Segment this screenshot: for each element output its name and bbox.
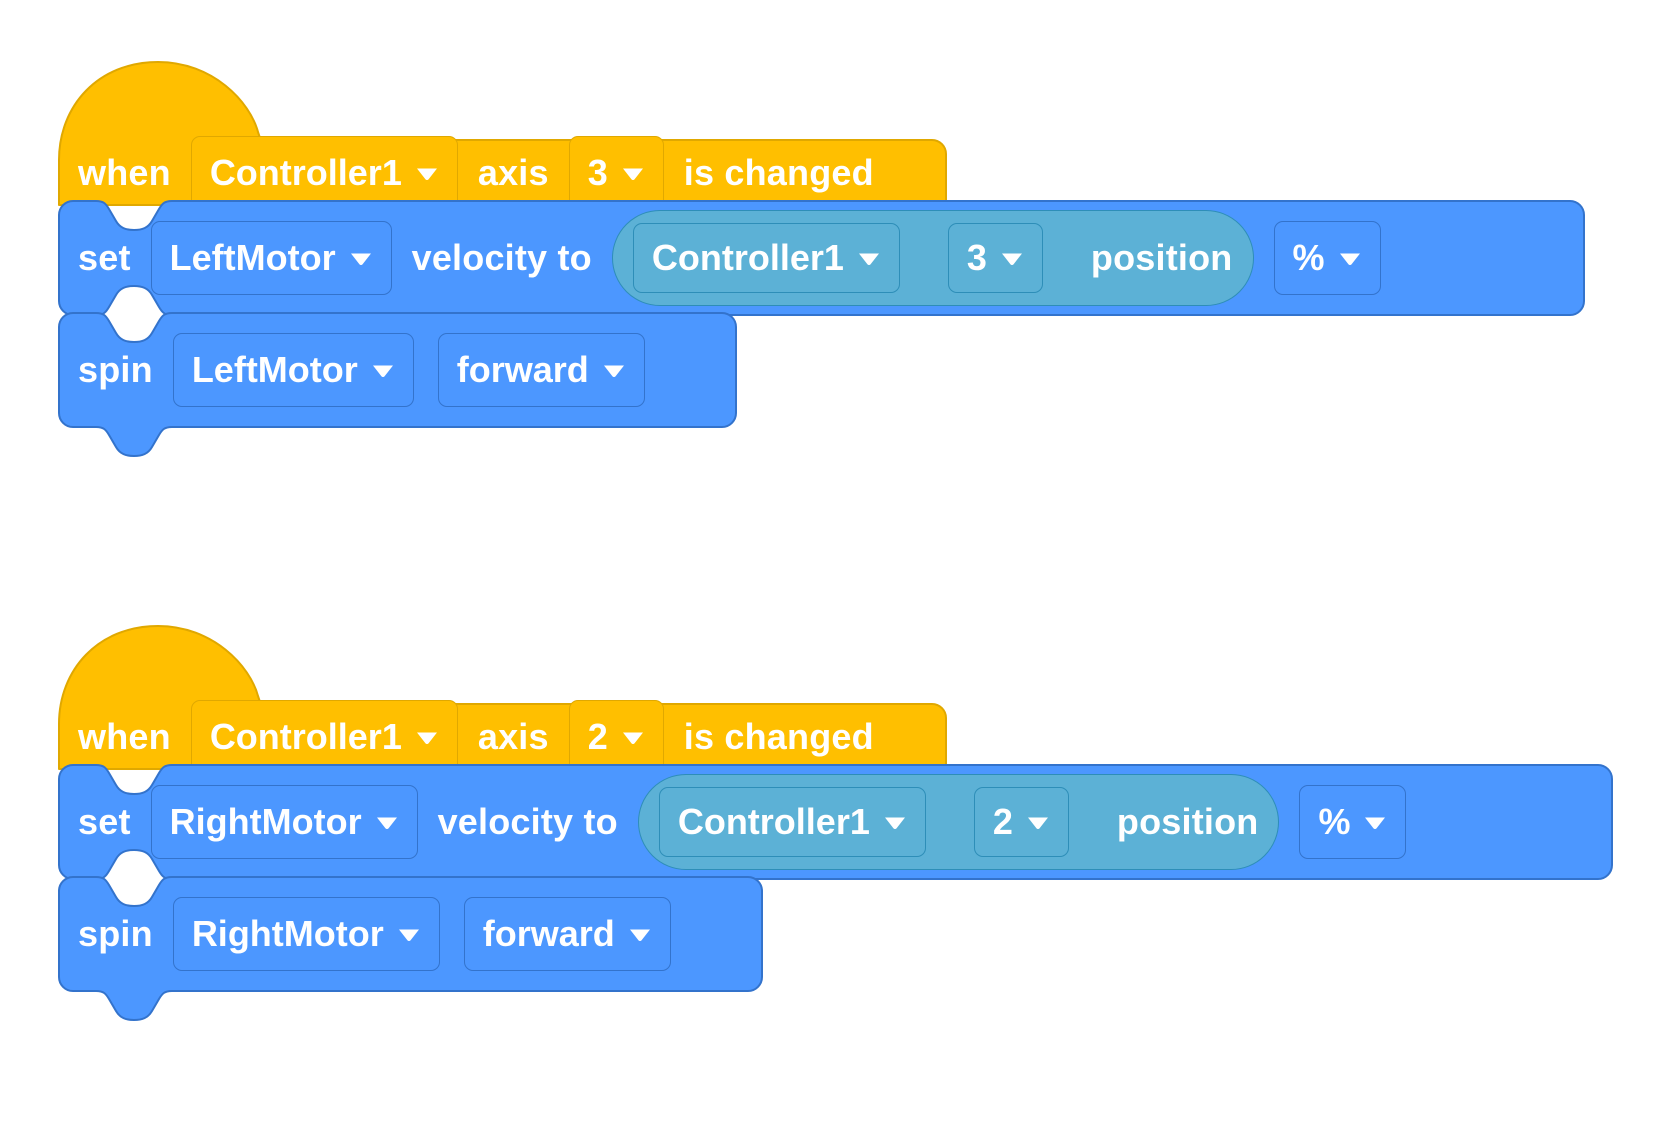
chevron-down-icon	[1365, 817, 1386, 829]
reporter-controller-value: Controller1	[677, 801, 870, 842]
controller-axis-position-reporter[interactable]: Controller1 3 position	[611, 210, 1254, 306]
chevron-down-icon	[416, 168, 437, 180]
velocity-to-label: velocity to	[411, 237, 592, 278]
spin-label: spin	[78, 913, 153, 954]
reporter-axis-value: 3	[966, 237, 987, 278]
spin-direction-value: forward	[482, 913, 615, 954]
chevron-down-icon	[629, 929, 650, 941]
spin-label: spin	[78, 349, 153, 390]
chevron-down-icon	[398, 929, 419, 941]
chevron-down-icon	[350, 253, 371, 265]
chevron-down-icon	[1027, 817, 1048, 829]
chevron-down-icon	[1001, 253, 1022, 265]
motor-dropdown[interactable]: RightMotor	[150, 785, 418, 859]
set-label: set	[78, 801, 131, 842]
axis-label: axis	[477, 716, 549, 757]
motor-dropdown[interactable]: LeftMotor	[150, 221, 392, 295]
reporter-axis-dropdown[interactable]: 2	[973, 787, 1069, 857]
spin-direction-value: forward	[456, 349, 589, 390]
axis-label: axis	[477, 152, 549, 193]
chevron-down-icon	[858, 253, 879, 265]
reporter-controller-value: Controller1	[651, 237, 844, 278]
when-label: when	[78, 152, 171, 193]
chevron-down-icon	[416, 732, 437, 744]
velocity-unit-dropdown[interactable]: %	[1273, 221, 1381, 295]
velocity-unit-dropdown[interactable]: %	[1299, 785, 1407, 859]
chevron-down-icon	[603, 365, 624, 377]
axis-number-dropdown[interactable]: 3	[568, 136, 664, 210]
spin-direction-dropdown[interactable]: forward	[437, 333, 645, 407]
chevron-down-icon	[372, 365, 393, 377]
reporter-axis-value: 2	[992, 801, 1013, 842]
controller-axis-position-reporter[interactable]: Controller1 2 position	[637, 774, 1280, 870]
motor-dropdown-value: LeftMotor	[169, 237, 336, 278]
spin-motor-value: LeftMotor	[191, 349, 358, 390]
controller-dropdown-value: Controller1	[209, 152, 402, 193]
chevron-down-icon	[1339, 253, 1360, 265]
chevron-down-icon	[376, 817, 397, 829]
axis-number-value: 3	[587, 152, 608, 193]
velocity-to-label: velocity to	[437, 801, 618, 842]
controller-dropdown-value: Controller1	[209, 716, 402, 757]
controller-dropdown[interactable]: Controller1	[190, 136, 458, 210]
axis-number-value: 2	[587, 716, 608, 757]
chevron-down-icon	[622, 732, 643, 744]
spin-direction-dropdown[interactable]: forward	[463, 897, 671, 971]
spin-motor-dropdown[interactable]: RightMotor	[172, 897, 440, 971]
is-changed-label: is changed	[683, 716, 874, 757]
chevron-down-icon	[884, 817, 905, 829]
position-label: position	[1116, 801, 1259, 842]
reporter-controller-dropdown[interactable]: Controller1	[632, 223, 900, 293]
is-changed-label: is changed	[683, 152, 874, 193]
set-label: set	[78, 237, 131, 278]
spin-motor-dropdown[interactable]: LeftMotor	[172, 333, 414, 407]
velocity-unit-value: %	[1292, 237, 1325, 278]
motor-dropdown-value: RightMotor	[169, 801, 362, 842]
axis-number-dropdown[interactable]: 2	[568, 700, 664, 774]
spin-motor-value: RightMotor	[191, 913, 384, 954]
position-label: position	[1090, 237, 1233, 278]
reporter-axis-dropdown[interactable]: 3	[947, 223, 1043, 293]
reporter-controller-dropdown[interactable]: Controller1	[658, 787, 926, 857]
chevron-down-icon	[622, 168, 643, 180]
velocity-unit-value: %	[1318, 801, 1351, 842]
controller-dropdown[interactable]: Controller1	[190, 700, 458, 774]
when-label: when	[78, 716, 171, 757]
